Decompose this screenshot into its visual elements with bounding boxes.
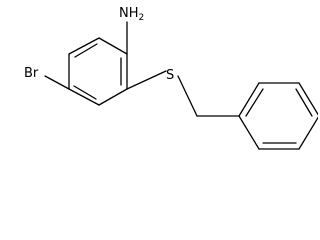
- ring-bond: [98, 88, 128, 106]
- s-ch2-bond: [177, 75, 198, 117]
- ring-double-bond: [295, 88, 313, 117]
- chemical-structure: NH2 S Br: [24, 6, 318, 150]
- aniline-ring: [68, 37, 128, 106]
- ring-bond: [298, 116, 318, 150]
- amine-hydrogen-symbol: H: [129, 6, 139, 21]
- ring-bond: [238, 115, 260, 150]
- ring-bond: [68, 88, 100, 106]
- ring-double-bond: [73, 85, 97, 100]
- amine-hydrogen-count: 2: [139, 13, 145, 23]
- ring-double-bond: [245, 88, 264, 117]
- phenyl-ring: [238, 82, 318, 150]
- ring-bond: [98, 37, 128, 55]
- ring-bond: [298, 82, 318, 116]
- amine-label: NH2: [119, 6, 144, 23]
- sulfur-label: S: [166, 68, 174, 83]
- ring-bond: [68, 37, 100, 55]
- nitrogen-symbol: N: [119, 6, 129, 21]
- c-s-bond: [126, 70, 167, 90]
- c-br-bond: [44, 75, 70, 90]
- ring-bond: [238, 82, 260, 117]
- bromine-label: Br: [24, 66, 39, 81]
- ring-double-bond: [74, 43, 98, 58]
